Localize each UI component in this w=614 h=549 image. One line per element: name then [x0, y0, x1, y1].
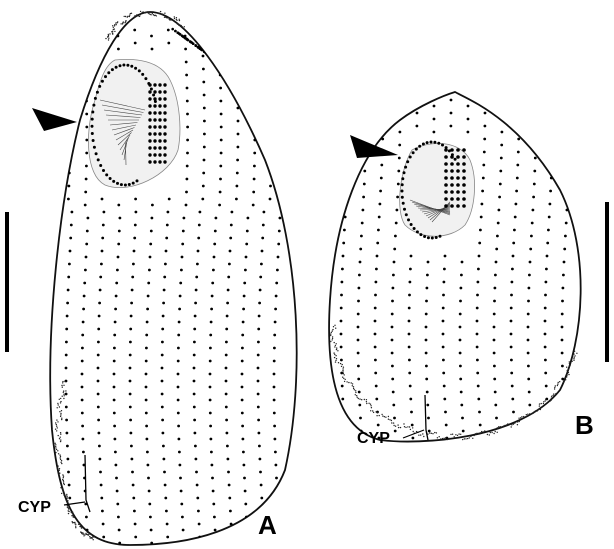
panel-letter-a: A — [258, 510, 277, 540]
panel-letter-b: B — [575, 410, 594, 440]
panel-a: CYP A — [18, 11, 297, 545]
cortex-stipple-b — [330, 325, 578, 441]
arrowhead-marker-icon — [350, 135, 398, 158]
cyp-label-a: CYP — [18, 499, 51, 516]
arrowhead-marker-icon — [32, 108, 77, 131]
panel-b: CYP B — [329, 92, 594, 447]
oral-apparatus-a — [88, 59, 180, 187]
oral-apparatus-b — [400, 141, 475, 240]
cyp-label-b: CYP — [357, 430, 390, 447]
